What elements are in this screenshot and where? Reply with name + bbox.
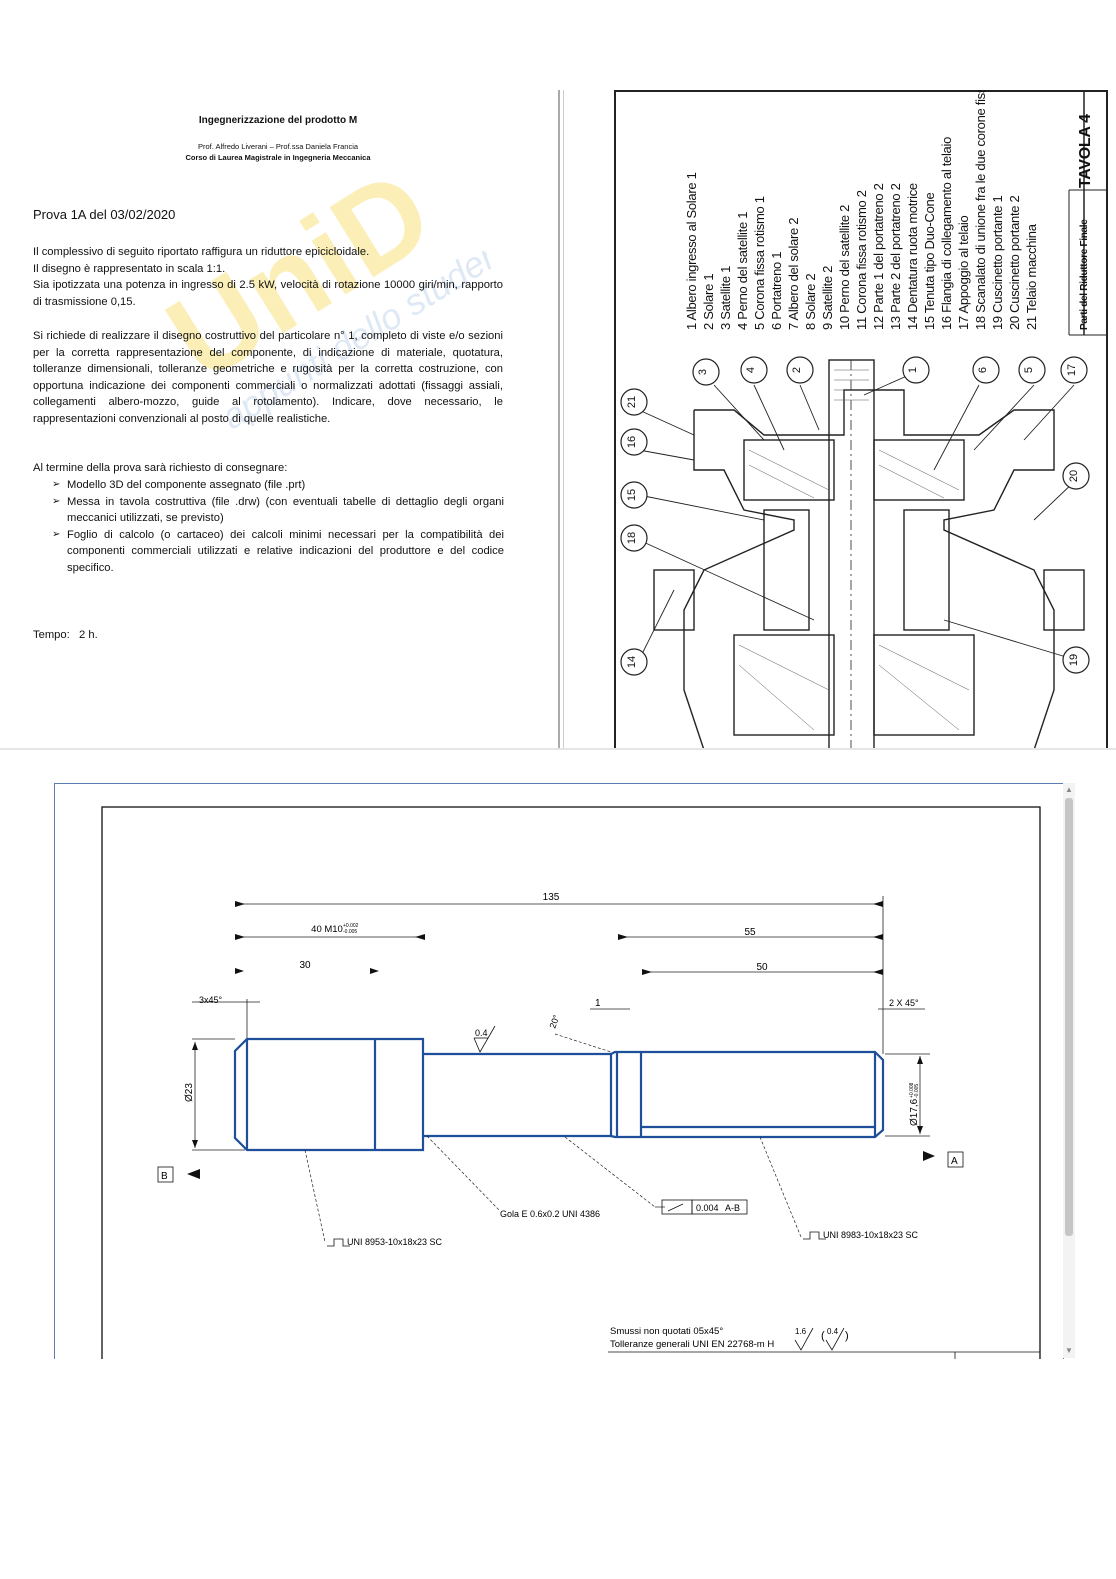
watermark-logo: UniD appunti dello studente bbox=[145, 144, 523, 437]
list-item: Messa in tavola costruttiva (file .drw) … bbox=[52, 494, 504, 527]
assembly-drawing: TAVOLA 4 Parti del Riduttore Finale 1 Al… bbox=[614, 90, 1108, 750]
balloon-label: 20 bbox=[1068, 469, 1081, 483]
professors: Prof. Alfredo Liverani – Prof.ssa Daniel… bbox=[197, 142, 359, 151]
datum-a: A bbox=[951, 1156, 958, 1167]
note-tolerances: Tolleranze generali UNI EN 22768-m H bbox=[610, 1339, 774, 1350]
degree-name: Corso di Laurea Magistrale in Ingegneria… bbox=[185, 153, 371, 162]
balloon-label: 1 bbox=[907, 366, 920, 374]
dim-total: 135 bbox=[543, 892, 560, 903]
viewer-scroll-thumb[interactable] bbox=[1065, 798, 1073, 1236]
runout-value: 0.004 bbox=[696, 1203, 719, 1213]
cad-viewer[interactable]: 135 40 M10 +0.002 -0.005 30 55 50 3x45° … bbox=[54, 783, 1064, 1359]
page-separator bbox=[558, 90, 560, 750]
balloon-label: 14 bbox=[626, 655, 639, 669]
dim-1: 1 bbox=[595, 998, 601, 1009]
groove-note: Gola E 0.6x0.2 UNI 4386 bbox=[500, 1209, 600, 1219]
section-divider bbox=[0, 748, 1116, 750]
delivery-intro: Al termine della prova sarà richiesto di… bbox=[33, 462, 288, 474]
scroll-up-icon[interactable]: ▲ bbox=[1065, 785, 1073, 794]
datum-b: B bbox=[161, 1171, 168, 1182]
dim-50: 50 bbox=[756, 962, 768, 973]
diameter-right-tol-dn: -0.005 bbox=[914, 1084, 920, 1098]
balloon-label: 2 bbox=[791, 366, 804, 374]
spline-right: UNI 8983-10x18x23 SC bbox=[823, 1230, 919, 1240]
general-roughness: 1.6 bbox=[795, 1327, 807, 1336]
exam-page: UniD appunti dello studente Ingegnerizza… bbox=[0, 90, 556, 750]
scroll-down-icon[interactable]: ▼ bbox=[1065, 1346, 1073, 1355]
time-line: Tempo: 2 h. bbox=[33, 627, 503, 644]
part-balloons bbox=[620, 356, 1090, 676]
dim-40: 40 M10 bbox=[311, 924, 343, 935]
list-item: Foglio di calcolo (o cartaceo) dei calco… bbox=[52, 527, 504, 577]
list-item: Modello 3D del componente assegnato (fil… bbox=[52, 477, 504, 494]
time-label: Tempo: bbox=[33, 629, 70, 641]
diameter-right-tol-up: +0.008 bbox=[909, 1082, 915, 1098]
paren-open: ( bbox=[821, 1330, 825, 1342]
diameter-right: Ø17,6 bbox=[909, 1098, 920, 1126]
intro-line: Sia ipotizzata una potenza in ingresso d… bbox=[33, 279, 503, 308]
balloon-label: 19 bbox=[1068, 653, 1081, 667]
other-roughness: 0.4 bbox=[827, 1327, 839, 1336]
diameter-left: Ø23 bbox=[184, 1083, 195, 1102]
angle-dim: 20° bbox=[547, 1013, 561, 1030]
balloon-label: 4 bbox=[745, 366, 758, 374]
roughness-value: 0.4 bbox=[475, 1028, 488, 1038]
runout-ref: A-B bbox=[725, 1203, 740, 1213]
delivery-list: Modello 3D del componente assegnato (fil… bbox=[52, 477, 504, 576]
paren-close: ) bbox=[845, 1330, 849, 1342]
course-title: Ingegnerizzazione del prodotto M bbox=[198, 115, 358, 126]
spline-left: UNI 8953-10x18x23 SC bbox=[347, 1237, 443, 1247]
balloon-label: 3 bbox=[697, 368, 710, 376]
shaft-drawing: 135 40 M10 +0.002 -0.005 30 55 50 3x45° … bbox=[101, 806, 1041, 1359]
balloon-label: 6 bbox=[977, 366, 990, 374]
balloon-label: 17 bbox=[1066, 363, 1079, 377]
task-paragraph: Si richiede di realizzare il disegno cos… bbox=[33, 330, 503, 425]
intro-paragraph: Il complessivo di seguito riportato raff… bbox=[33, 244, 503, 310]
balloon-label: 18 bbox=[626, 531, 639, 545]
balloon-label: 21 bbox=[626, 395, 639, 409]
dim-40-tol-dn: -0.005 bbox=[343, 929, 357, 935]
test-title: Prova 1A del 03/02/2020 bbox=[33, 207, 176, 222]
note-chamfers: Smussi non quotati 05x45° bbox=[610, 1326, 723, 1337]
balloon-label: 16 bbox=[626, 435, 639, 449]
balloon-label: 15 bbox=[626, 488, 639, 502]
time-value: 2 h. bbox=[79, 629, 98, 641]
page-separator bbox=[563, 90, 564, 750]
dim-40-tol-up: +0.002 bbox=[343, 923, 359, 929]
chamfer-left: 3x45° bbox=[199, 995, 223, 1005]
assembly-frame bbox=[614, 90, 1108, 750]
intro-line: Il complessivo di seguito riportato raff… bbox=[33, 246, 370, 258]
dim-30: 30 bbox=[299, 960, 311, 971]
balloon-label: 5 bbox=[1023, 366, 1036, 374]
intro-line: Il disegno è rappresentato in scala 1:1. bbox=[33, 262, 226, 275]
dim-55: 55 bbox=[744, 927, 756, 938]
chamfer-right: 2 X 45° bbox=[889, 998, 919, 1008]
